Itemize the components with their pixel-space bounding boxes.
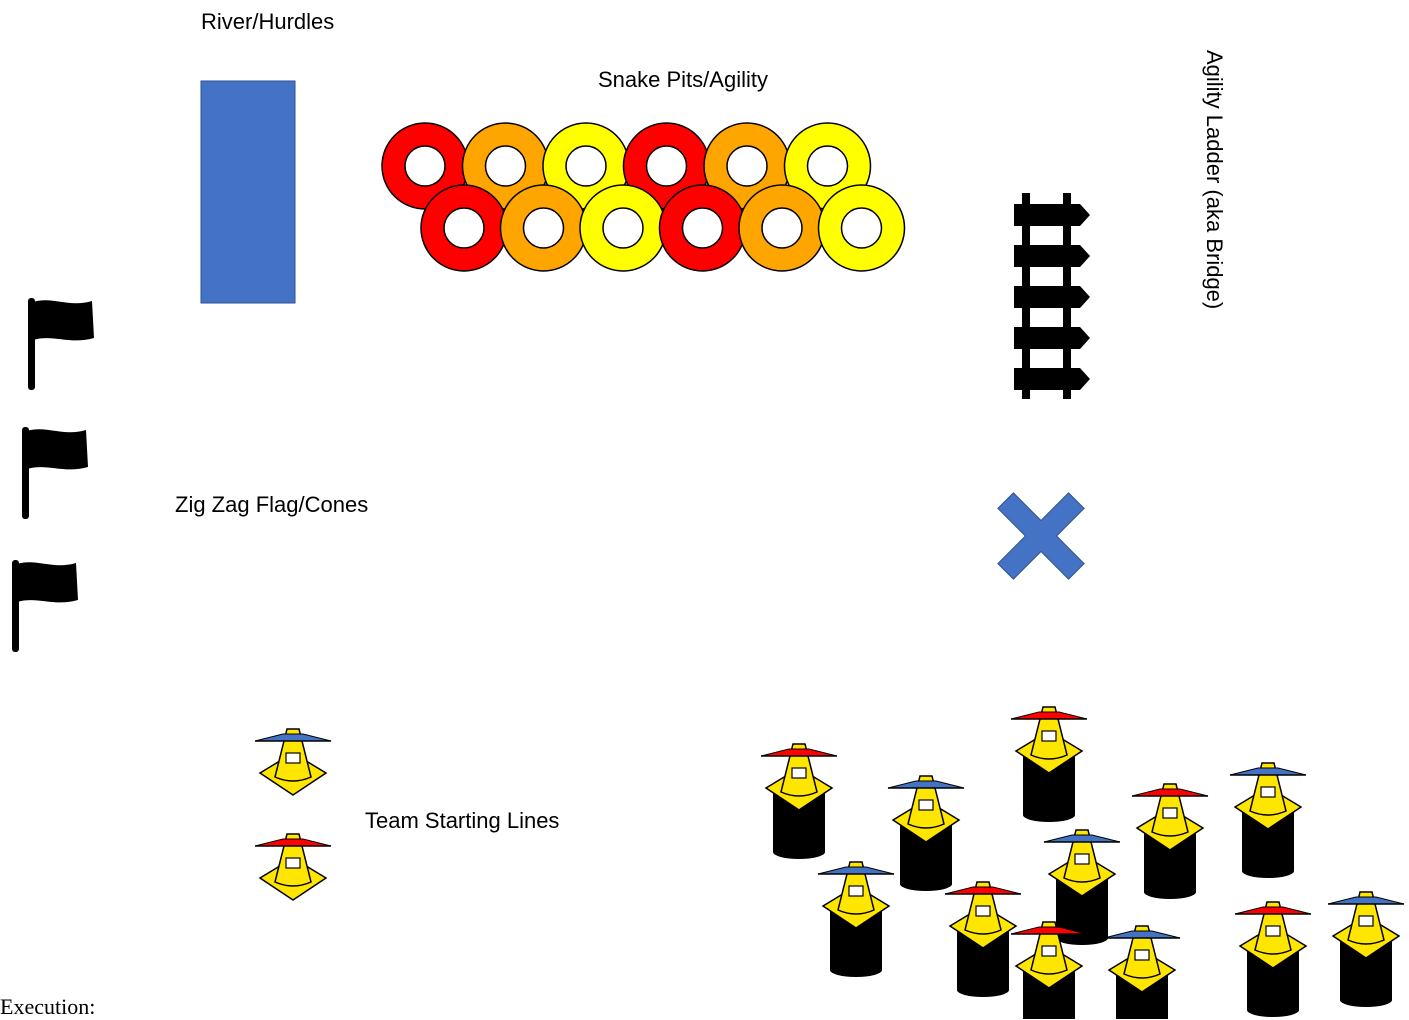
- snake-pits-label: Snake Pits/Agility: [598, 67, 768, 92]
- cone-icon: [1043, 829, 1121, 945]
- team-starting-lines-label: Team Starting Lines: [365, 808, 560, 833]
- cone-icon: [817, 861, 895, 977]
- cone-icon: [1327, 891, 1405, 1007]
- flag-icon: [22, 427, 88, 519]
- cone-icon: [254, 833, 332, 901]
- cone-icon: [1010, 706, 1088, 822]
- zig-zag-label: Zig Zag Flag/Cones: [175, 492, 369, 517]
- snake-pits: [381, 122, 906, 272]
- flags: [12, 298, 94, 652]
- river-hurdles-zone: [200, 80, 296, 304]
- cone-icon: [1234, 901, 1312, 1017]
- ring: [817, 184, 906, 272]
- agility-ladder-icon: [1014, 193, 1090, 399]
- ring: [738, 184, 826, 272]
- legend-cones: [254, 728, 332, 901]
- agility-ladder-label: Agility Ladder (aka Bridge): [1202, 50, 1227, 310]
- cone-icon: [1131, 783, 1209, 899]
- execution-label: Execution:: [0, 994, 96, 1019]
- cone-icon: [887, 775, 965, 891]
- river-hurdles-label: River/Hurdles: [201, 9, 335, 34]
- ring: [658, 184, 747, 272]
- cone-icon: [760, 743, 838, 859]
- flag-icon: [28, 298, 94, 390]
- flag-icon: [12, 560, 78, 652]
- ring: [579, 184, 667, 272]
- cone-icon: [1103, 925, 1181, 1019]
- ring: [499, 184, 588, 272]
- cone-icon: [1229, 762, 1307, 878]
- ring: [381, 122, 469, 210]
- cone-icon: [1010, 921, 1088, 1019]
- cross-marker-icon: [997, 492, 1085, 580]
- cone-icon: [944, 881, 1022, 997]
- team-cones: [760, 706, 1405, 1019]
- cone-icon: [254, 728, 332, 796]
- ring: [420, 184, 508, 272]
